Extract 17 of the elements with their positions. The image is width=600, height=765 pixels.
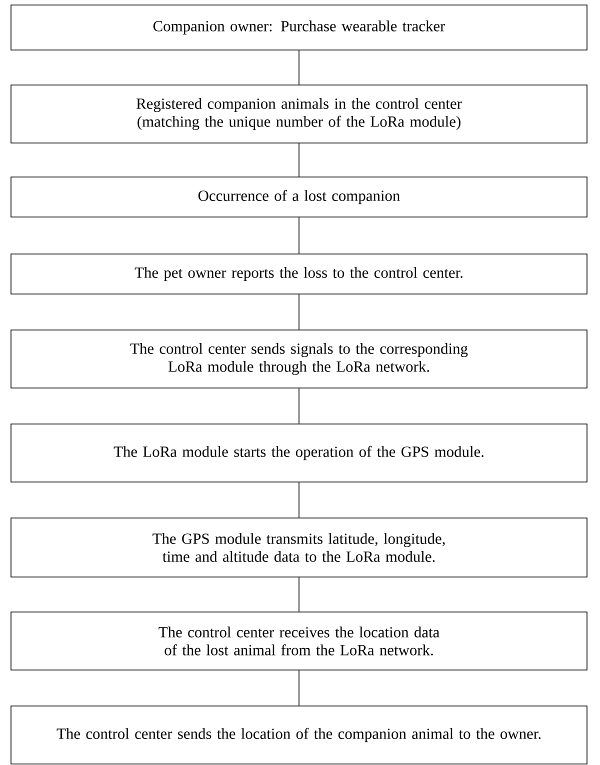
process-box: Occurrence of a lost companion bbox=[10, 176, 588, 218]
connector-line bbox=[298, 50, 300, 85]
process-box: The GPS module transmits latitude, longitude, time and altitude data to the LoRa module. bbox=[10, 518, 588, 578]
connector-line bbox=[298, 482, 300, 518]
process-box: The LoRa module starts the operation of the GPS module. bbox=[10, 424, 588, 482]
connector-line bbox=[298, 217, 300, 254]
connector-line bbox=[298, 388, 300, 424]
connector-line bbox=[298, 143, 300, 177]
process-box: The pet owner reports the loss to the control center. bbox=[10, 254, 588, 294]
process-box: Registered companion animals in the control center (matching the unique number of the LoRa module) bbox=[10, 84, 588, 144]
process-box: The control center receives the location data of the lost animal from the LoRa network. bbox=[10, 612, 588, 670]
process-box: The control center sends signals to the corresponding LoRa module through the LoRa network. bbox=[10, 330, 588, 388]
connector-line bbox=[298, 294, 300, 330]
process-box: The control center sends the location of the companion animal to the owner. bbox=[10, 706, 588, 764]
connector-line bbox=[298, 577, 300, 612]
connector-line bbox=[298, 670, 300, 706]
process-box: Companion owner: Purchase wearable tracker bbox=[10, 4, 588, 50]
